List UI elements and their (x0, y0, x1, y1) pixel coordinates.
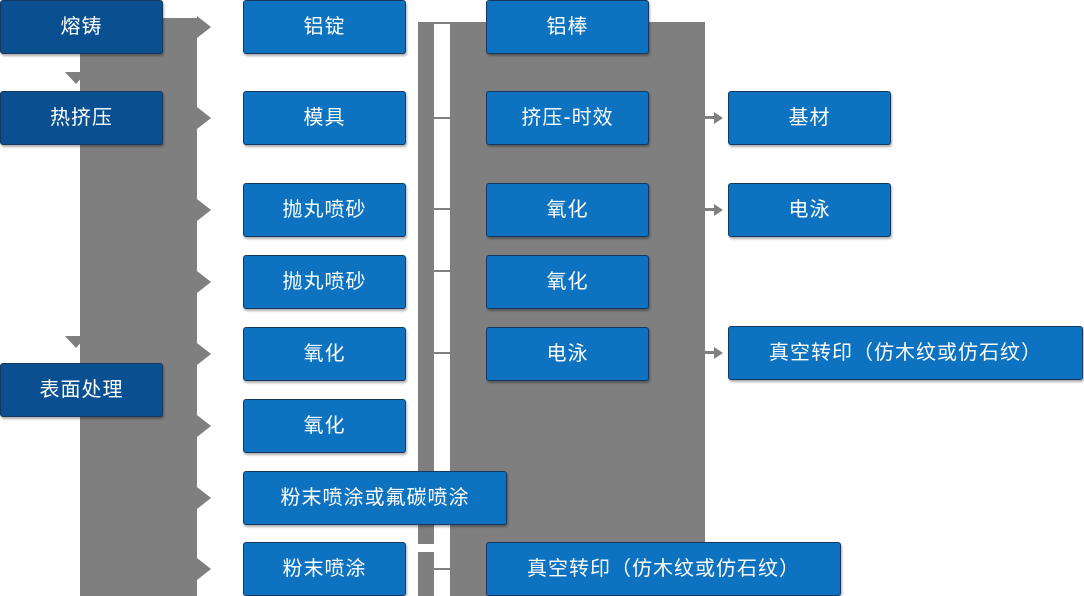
stage-hot-extrusion[interactable]: 热挤压 (0, 91, 163, 145)
node-powder-or-fluorocarbon-coating-label: 粉末喷涂或氟碳喷涂 (280, 485, 470, 509)
node-aluminum-ingot-label: 铝锭 (303, 14, 346, 38)
stage-hot-extrusion-label: 热挤压 (50, 105, 113, 129)
node-oxidation-2-label: 氧化 (303, 413, 346, 437)
node-oxidation-1[interactable]: 氧化 (243, 327, 406, 381)
node-aluminum-ingot[interactable]: 铝锭 (243, 0, 406, 54)
tick-row-vacuum-transfer-1 (430, 568, 458, 570)
connector-arrow-to-powder-coating (197, 558, 211, 580)
node-powder-coating-label: 粉末喷涂 (282, 556, 367, 580)
connector-arrow-to-shot-blasting-2 (197, 271, 211, 293)
node-oxidation-4-label: 氧化 (546, 269, 589, 293)
node-powder-or-fluorocarbon-coating[interactable]: 粉末喷涂或氟碳喷涂 (243, 471, 507, 525)
connector-stem-to-substrate (705, 116, 717, 119)
node-vacuum-transfer-printing-1[interactable]: 真空转印（仿木纹或仿石纹） (486, 542, 841, 596)
node-electrophoresis-2-label: 电泳 (788, 197, 831, 221)
connector-arrow-extrusion-to-surface (65, 336, 87, 348)
tick-row-oxidation-3 (430, 208, 458, 210)
node-shot-blasting-2[interactable]: 抛丸喷砂 (243, 255, 406, 309)
connector-arrow-to-aluminum-ingot (197, 16, 211, 38)
node-electrophoresis-1-label: 电泳 (546, 341, 589, 365)
node-mold[interactable]: 模具 (243, 91, 406, 145)
connector-arrow-to-powder-or-fluorocarbon-coating (197, 487, 211, 509)
node-extrusion-aging[interactable]: 挤压-时效 (486, 91, 649, 145)
connector-arrow-to-shot-blasting-1 (197, 199, 211, 221)
stage-melting-casting[interactable]: 熔铸 (0, 0, 163, 54)
node-shot-blasting-2-label: 抛丸喷砂 (282, 269, 367, 293)
connector-arrow-to-substrate (714, 112, 723, 124)
node-mold-label: 模具 (303, 105, 346, 129)
node-oxidation-3-label: 氧化 (546, 197, 589, 221)
connector-arrow-to-oxidation-2 (197, 415, 211, 437)
connector-stem-to-electrophoresis-2 (705, 208, 717, 211)
node-substrate-label: 基材 (788, 105, 831, 129)
node-vacuum-transfer-printing-2[interactable]: 真空转印（仿木纹或仿石纹） (728, 326, 1083, 380)
node-shot-blasting-1-label: 抛丸喷砂 (282, 197, 367, 221)
connector-arrow-to-oxidation-1 (197, 343, 211, 365)
tick-row-extrusion-aging (430, 117, 458, 119)
node-substrate[interactable]: 基材 (728, 91, 891, 145)
node-vacuum-transfer-printing-2-label: 真空转印（仿木纹或仿石纹） (769, 340, 1042, 364)
node-extrusion-aging-label: 挤压-时效 (521, 105, 614, 129)
connector-arrow-to-mold (197, 107, 211, 129)
node-electrophoresis-1[interactable]: 电泳 (486, 327, 649, 381)
node-electrophoresis-2[interactable]: 电泳 (728, 183, 891, 237)
connector-arrow-to-vacuum-transfer-2 (714, 347, 723, 359)
connector-bar-inputs-left (418, 22, 434, 544)
node-oxidation-2[interactable]: 氧化 (243, 399, 406, 453)
stage-surface-treatment[interactable]: 表面处理 (0, 363, 163, 417)
connector-arrow-melting-to-extrusion (65, 72, 87, 84)
node-oxidation-1-label: 氧化 (303, 341, 346, 365)
connector-arrow-to-electrophoresis-2 (714, 204, 723, 216)
node-oxidation-3[interactable]: 氧化 (486, 183, 649, 237)
node-shot-blasting-1[interactable]: 抛丸喷砂 (243, 183, 406, 237)
stage-melting-casting-label: 熔铸 (60, 14, 103, 38)
node-aluminum-bar[interactable]: 铝棒 (486, 0, 649, 54)
tick-row-aluminum-bar (430, 22, 458, 24)
tick-row-oxidation-4 (430, 270, 458, 272)
connector-stem-to-vacuum-transfer-2 (705, 351, 717, 354)
connector-bar-inputs-left-lower (418, 552, 434, 596)
stub-line-surface-treatment (163, 389, 185, 391)
node-aluminum-bar-label: 铝棒 (546, 14, 589, 38)
node-vacuum-transfer-printing-1-label: 真空转印（仿木纹或仿石纹） (527, 556, 800, 580)
tick-row-electrophoresis-1 (430, 352, 458, 354)
node-oxidation-4[interactable]: 氧化 (486, 255, 649, 309)
node-powder-coating[interactable]: 粉末喷涂 (243, 542, 406, 596)
stage-surface-treatment-label: 表面处理 (39, 377, 124, 401)
